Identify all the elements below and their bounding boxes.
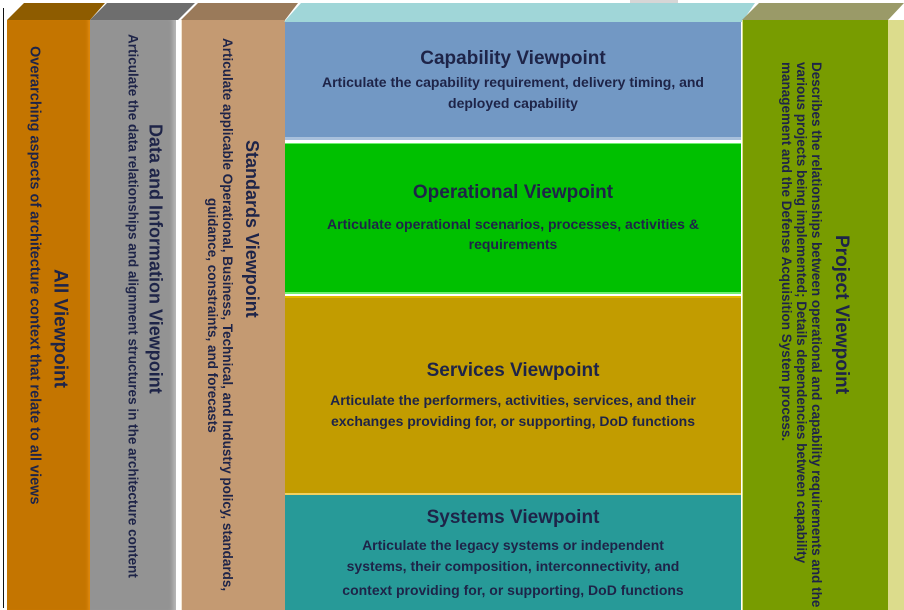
systems-description-line: Articulate the legacy systems or indepen… [362,537,664,553]
standards-viewpoint-description: Articulate applicable Operational, Busin… [205,38,235,592]
all-viewpoint-top-face [7,3,105,20]
capability-viewpoint-band: Capability Viewpoint Articulate the capa… [285,22,741,140]
services-viewpoint-band: Services Viewpoint Articulate the perfor… [285,296,741,495]
all-viewpoint-title: All Viewpoint [49,268,71,388]
standards-viewpoint-column: Standards Viewpoint Articulate applicabl… [181,20,285,610]
all-viewpoint-column: All Viewpoint Overarching aspects of arc… [7,20,90,610]
center-top-tab [630,0,678,3]
services-viewpoint-title: Services Viewpoint [426,359,600,381]
project-viewpoint-column: Project Viewpoint Describes the relation… [742,20,888,610]
data-viewpoint-top-face [90,3,195,20]
operational-viewpoint-title: Operational Viewpoint [412,182,614,203]
services-viewpoint-description: Articulate the performers, activities, s… [330,391,696,429]
project-viewpoint-top-face [742,3,904,20]
systems-viewpoint-description: Articulate the legacy systems or indepen… [330,535,695,601]
project-viewpoint-description: Describes the relationships between oper… [779,62,824,608]
left-border-line [3,8,4,608]
data-information-viewpoint-description: Articulate the data relationships and al… [125,34,141,578]
capability-viewpoint-title: Capability Viewpoint [420,48,606,69]
data-information-viewpoint-title: Data and Information Viewpoint [145,124,166,394]
project-viewpoint-side-face [887,20,904,610]
all-viewpoint-description: Overarching aspects of architecture cont… [26,46,43,505]
standards-viewpoint-title: Standards Viewpoint [242,140,262,318]
systems-description-line: systems, their composition, interconnect… [346,558,680,574]
systems-description-line: context providing for, or supporting, Do… [342,582,684,598]
capability-viewpoint-description: Articulate the capability requirement, d… [322,74,704,111]
data-information-viewpoint-column: Data and Information Viewpoint Articulat… [90,20,176,610]
operational-viewpoint-band: Operational Viewpoint Articulate operati… [285,143,741,294]
standards-viewpoint-top-face [181,3,298,20]
project-viewpoint-title: Project Viewpoint [831,235,852,395]
systems-viewpoint-title: Systems Viewpoint [426,507,600,528]
systems-viewpoint-band: Systems Viewpoint Articulate the legacy … [285,495,741,610]
center-stack-top-face [284,3,755,22]
operational-viewpoint-description: Articulate operational scenarios, proces… [327,216,699,252]
